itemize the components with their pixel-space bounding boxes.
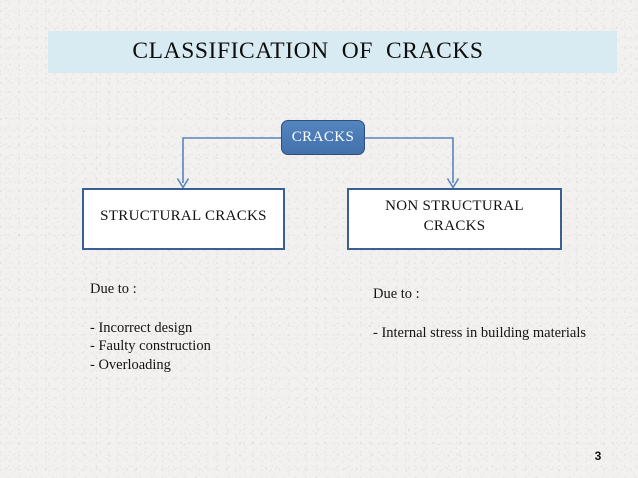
details-non-structural-list: - Internal stress in building materials (373, 324, 628, 343)
node-cracks[interactable]: CRACKS (281, 120, 365, 155)
page-title: CLASSIFICATION OF CRACKS (132, 38, 484, 64)
page-number: 3 (594, 449, 602, 463)
list-item: - Internal stress in building materials (373, 324, 587, 341)
list-item: - Overloading (90, 356, 171, 373)
list-item: - Incorrect design (90, 319, 193, 336)
details-structural-heading: Due to : (90, 281, 137, 297)
node-structural-cracks[interactable]: STRUCTURAL CRACKS (82, 188, 285, 250)
details-structural-list: - Incorrect design - Faulty construction… (90, 319, 340, 375)
node-non-structural-cracks-label: NON STRUCTURAL CRACKS (385, 198, 524, 234)
node-structural-cracks-label: STRUCTURAL CRACKS (100, 208, 267, 225)
details-non-structural: Due to : - Internal stress in building m… (373, 285, 628, 342)
list-item: - Faulty construction (90, 338, 211, 355)
details-structural: Due to : - Incorrect design - Faulty con… (90, 280, 340, 374)
title-banner (48, 31, 617, 73)
node-cracks-label: CRACKS (291, 129, 355, 145)
details-non-structural-heading: Due to : (373, 286, 420, 302)
node-non-structural-cracks[interactable]: NON STRUCTURAL CRACKS (347, 188, 562, 250)
